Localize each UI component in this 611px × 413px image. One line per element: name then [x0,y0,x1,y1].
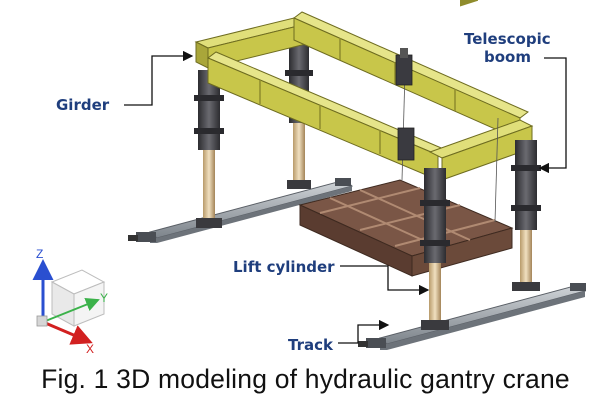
hoist-cables [401,71,499,223]
leader-track [338,319,390,344]
leader-girder [124,50,194,106]
label-girder: Girder [56,96,110,114]
axis-y-label: Y [100,291,108,305]
telescopic-boom-mid [397,127,415,161]
leader-lift-cylinder [340,265,430,296]
axis-z-label: Z [36,247,43,261]
axis-triad [32,259,106,345]
label-lift-cylinder: Lift cylinder [233,258,335,276]
leader-telescopic-boom [538,57,567,174]
column-front-right [511,140,541,291]
axis-x-label: X [86,342,94,356]
label-boom: boom [484,48,531,66]
label-track: Track [288,336,334,354]
girder-front [207,51,448,181]
column-front-left [420,168,450,330]
track-front [358,283,587,350]
column-back-left [194,70,224,228]
girder-right [428,0,534,181]
label-telescopic: Telescopic [464,30,551,48]
figure-caption: Fig. 1 3D modeling of hydraulic gantry c… [41,364,570,394]
girder-left [194,17,308,69]
telescopic-boom-upper-left [395,48,413,86]
